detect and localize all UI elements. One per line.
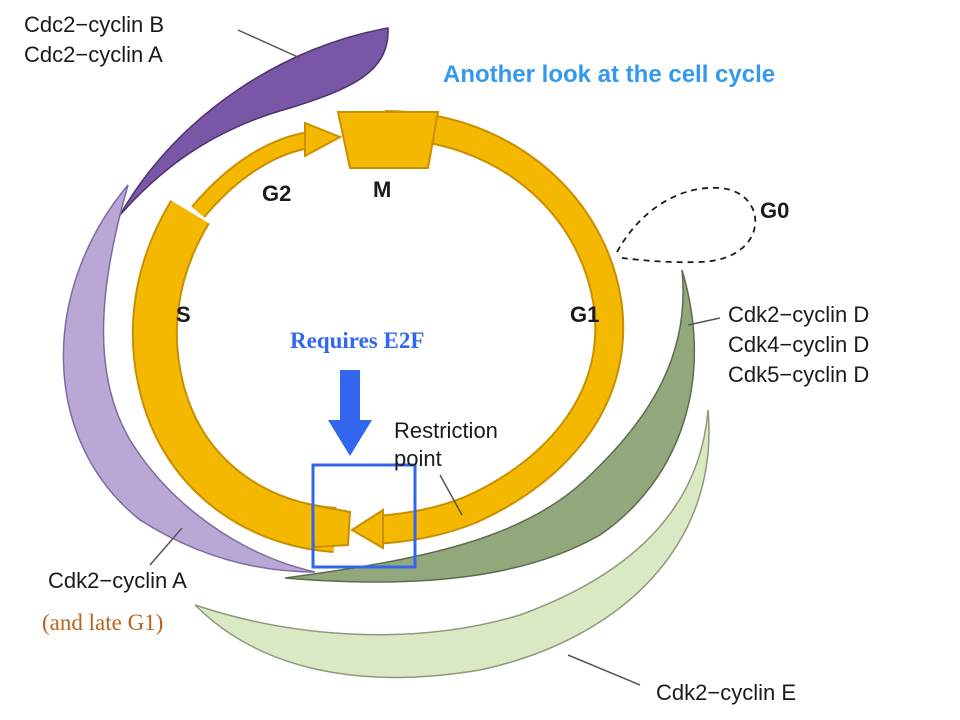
cyclin-b-band — [119, 27, 389, 216]
cycle-ring-g1 — [374, 112, 623, 543]
g0-loop — [616, 186, 757, 264]
label-cdk2-cyclin-a: Cdk2−cyclin A — [48, 568, 187, 593]
s-phase-end-block — [310, 503, 352, 549]
late-g1-label: (and late G1) — [42, 610, 163, 635]
cyclin-a-band — [62, 184, 316, 573]
label-cdk2-cyclin-d: Cdk2−cyclin D — [728, 302, 869, 327]
phase-g0-label: G0 — [760, 198, 789, 223]
label-cdk4-cyclin-d: Cdk4−cyclin D — [728, 332, 869, 357]
label-cdc2-cyclin-a: Cdc2−cyclin A — [24, 42, 163, 67]
cdk2-e-leader — [567, 654, 641, 686]
cyclin-e-band — [194, 409, 710, 679]
requires-e2f-label: Requires E2F — [290, 328, 424, 353]
phase-g2-label: G2 — [262, 181, 291, 206]
g2-arrowhead — [304, 121, 343, 158]
cdc2-leader — [237, 29, 301, 59]
label-cdk5-cyclin-d: Cdk5−cyclin D — [728, 362, 869, 387]
phase-m-label: M — [373, 177, 391, 202]
restriction-leader — [439, 474, 463, 516]
phase-s-label: S — [176, 302, 191, 327]
label-cdk2-cyclin-e: Cdk2−cyclin E — [656, 680, 796, 705]
title: Another look at the cell cycle — [443, 61, 775, 88]
cycle-ring-g2 — [192, 133, 312, 217]
cdk2-a-leader — [149, 527, 183, 566]
cyclin-d-band — [284, 269, 696, 583]
arrow-shaft — [340, 370, 360, 422]
cyclin-d-leader — [687, 317, 721, 326]
arrow-head — [328, 420, 372, 456]
restriction-highlight-box — [311, 463, 417, 569]
cycle-ring-s — [133, 201, 337, 551]
g1-arrowhead — [350, 508, 384, 550]
label-cdc2-cyclin-b: Cdc2−cyclin B — [24, 12, 164, 37]
phase-g1-label: G1 — [570, 302, 599, 327]
restriction-point-line2: point — [394, 446, 442, 471]
m-phase-block — [336, 111, 440, 169]
restriction-point-line1: Restriction — [394, 418, 498, 443]
